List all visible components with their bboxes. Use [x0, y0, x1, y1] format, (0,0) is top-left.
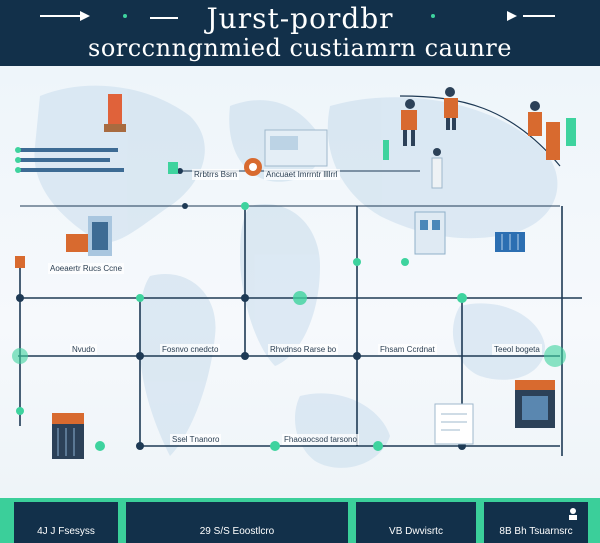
route-node — [136, 442, 144, 450]
header-banner: Jurst-pordbr sorccnngnmied custiamrn cau… — [0, 0, 600, 66]
route-node — [182, 203, 188, 209]
footer-tile: VB Dwvisrtc — [356, 502, 476, 543]
footer-tile: 8B Bh Tsuarnsrc — [484, 502, 588, 543]
network-map: Aoeaertr Rucs Ccne Rrbtrrs Bsrn Ancuaet … — [0, 66, 600, 498]
worker-icon — [444, 87, 458, 130]
map-label: Fosnvo cnedcto — [160, 344, 221, 355]
route-node — [241, 294, 249, 302]
document-icon — [434, 403, 474, 445]
route-node — [12, 348, 28, 364]
world-map-background — [34, 85, 558, 468]
route-nodes — [12, 168, 566, 451]
play-icon — [505, 8, 557, 24]
route-node — [353, 258, 361, 266]
package-icon — [244, 158, 262, 176]
map-label: Ancuaet Imrrntr llllrrl — [264, 169, 340, 180]
box-stack-icon — [104, 94, 126, 132]
container-icon — [495, 232, 525, 252]
dash-icon — [150, 8, 180, 24]
route-node — [95, 441, 105, 451]
map-label: Aoeaertr Rucs Ccne — [48, 263, 125, 274]
legend-bars — [15, 147, 124, 173]
route-node — [177, 168, 183, 174]
worker-icon — [401, 99, 417, 146]
route-curve — [399, 95, 561, 167]
worker-icon — [431, 148, 443, 189]
route-node — [373, 441, 383, 451]
title-line-2: sorccnngnmied custiamrn caunre — [88, 34, 512, 62]
sparkle-icon — [428, 8, 438, 24]
pin-icon — [15, 256, 25, 268]
network-diagram — [12, 85, 582, 468]
route-node — [136, 352, 144, 360]
map-label: Teeol bogeta — [492, 344, 542, 355]
map-label: Nvudo — [70, 344, 98, 355]
arrow-right-icon — [40, 8, 90, 24]
route-node — [136, 294, 144, 302]
route-node — [16, 294, 24, 302]
footer-tile-label: 8B Bh Tsuarnsrc — [499, 526, 573, 537]
footer-tile-label: 4J J Fsesyss — [37, 526, 95, 537]
route-node — [16, 407, 24, 415]
person-icon — [568, 508, 578, 523]
factory-icon — [414, 211, 446, 255]
footer-tile-label: 29 S/S Eoostlcro — [199, 526, 275, 537]
map-label: Ssel Tnanoro — [170, 434, 222, 445]
route-node — [270, 441, 280, 451]
map-label: Fhaoaocsod tarsono — [282, 434, 359, 445]
map-label: Fhsam Ccrdnat — [378, 344, 437, 355]
route-node — [353, 352, 361, 360]
route-node — [544, 345, 566, 367]
route-node — [241, 202, 249, 210]
footer-tile: 4J J Fsesyss — [14, 502, 118, 543]
footer-strip: 4J J Fsesyss 29 S/S Eoostlcro VB Dwvisrt… — [0, 498, 600, 543]
worker-icon — [528, 101, 576, 160]
bar-icon — [168, 140, 389, 174]
footer-tile: 29 S/S Eoostlcro — [126, 502, 348, 543]
route-node — [241, 352, 249, 360]
sparkle-icon — [120, 8, 130, 24]
warehouse-icon — [52, 413, 84, 459]
title-line-1: Jurst-pordbr — [206, 2, 394, 35]
map-label: Rhvdnso Rarse bo — [268, 344, 339, 355]
route-node — [401, 258, 409, 266]
warehouse-icon — [515, 380, 555, 428]
route-node — [457, 293, 467, 303]
footer-tile-label: VB Dwvisrtc — [389, 526, 443, 537]
warehouse-icon — [66, 216, 112, 256]
route-node — [293, 291, 307, 305]
map-label: Rrbtrrs Bsrn — [192, 169, 240, 180]
server-icon — [264, 129, 328, 167]
